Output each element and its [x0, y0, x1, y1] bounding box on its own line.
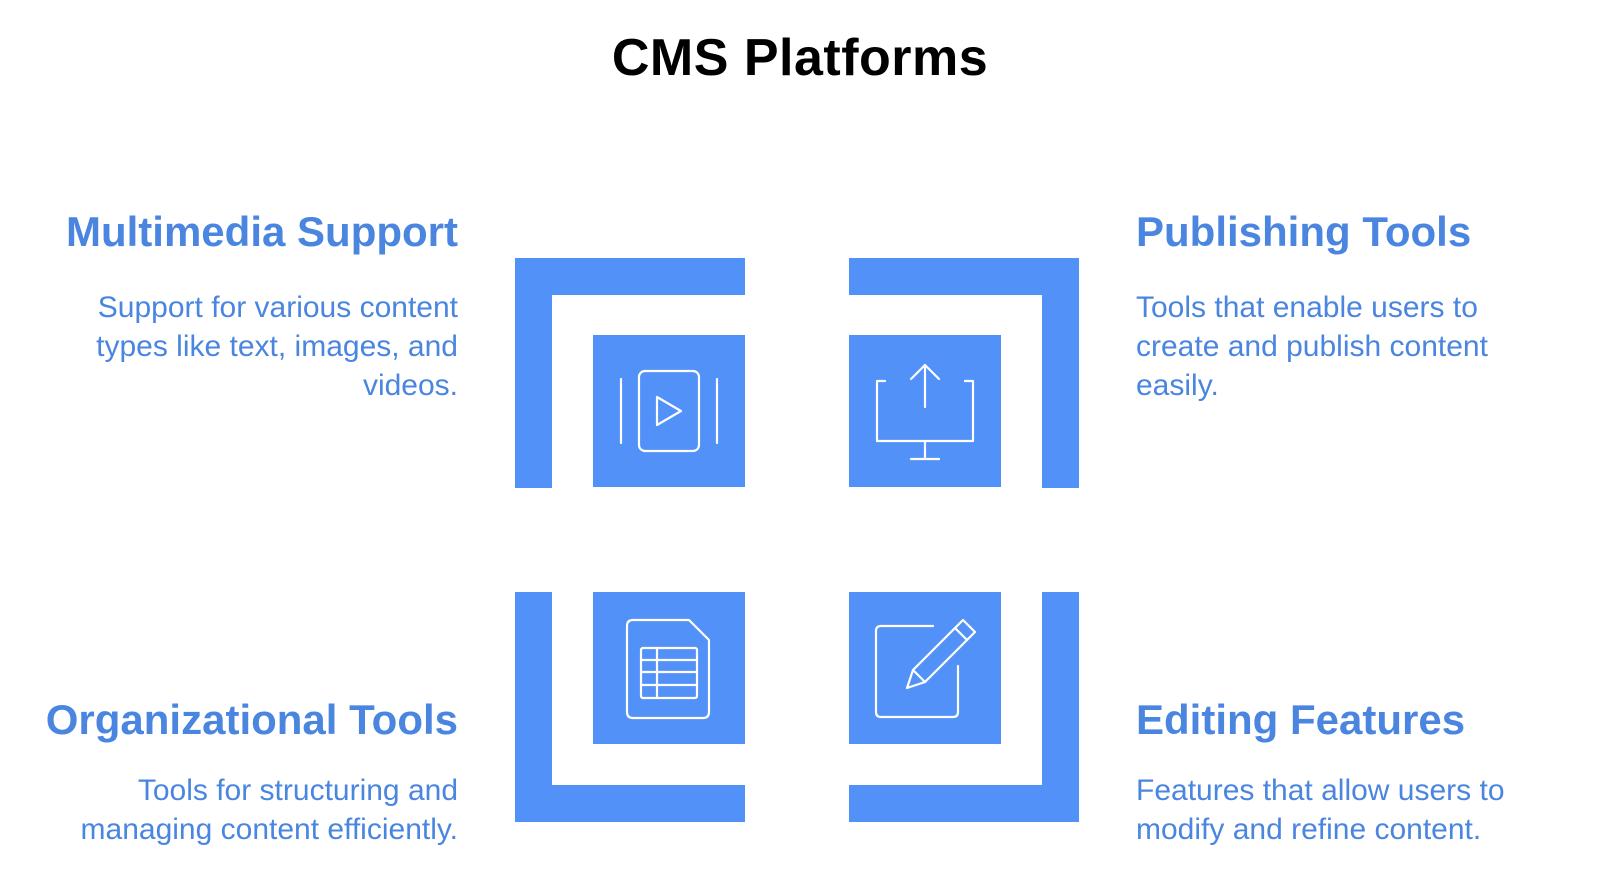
description-line: videos.	[362, 369, 458, 402]
publishing-tools-description: Tools that enable users to create and pu…	[1136, 288, 1576, 405]
bracket-top-left-horizontal	[515, 258, 745, 295]
description-line: create and publish content	[1136, 330, 1488, 363]
editing-features-heading: Editing Features	[1136, 696, 1466, 743]
editing-tile	[849, 592, 1001, 744]
organizational-tools-description: Tools for structuring and managing conte…	[18, 771, 458, 849]
multimedia-tile	[593, 335, 745, 487]
multimedia-support-description: Support for various content types like t…	[18, 288, 458, 405]
video-play-icon	[619, 369, 719, 453]
bracket-top-right-vertical	[1042, 258, 1079, 488]
page-title: CMS Platforms	[611, 29, 989, 87]
bracket-top-left-vertical	[515, 258, 552, 488]
description-line: Tools that enable users to	[1136, 291, 1478, 324]
organizational-tile	[593, 592, 745, 744]
multimedia-support-heading: Multimedia Support	[66, 208, 458, 255]
description-line: easily.	[1136, 369, 1219, 402]
description-line: modify and refine content.	[1136, 813, 1482, 846]
description-line: Features that allow users to	[1136, 774, 1505, 807]
bracket-top-right-horizontal	[849, 258, 1079, 295]
organizational-tools-heading: Organizational Tools	[45, 696, 458, 743]
publishing-tile	[849, 335, 1001, 487]
bracket-bottom-left-horizontal	[515, 785, 745, 822]
edit-pencil-icon	[874, 618, 977, 719]
bracket-bottom-right-horizontal	[849, 785, 1079, 822]
description-line: Tools for structuring and	[137, 774, 458, 807]
bracket-bottom-left-vertical	[515, 592, 552, 822]
spreadsheet-document-icon	[625, 618, 711, 720]
description-line: types like text, images, and	[96, 330, 458, 363]
monitor-upload-icon	[875, 363, 975, 461]
bracket-bottom-right-vertical	[1042, 592, 1079, 822]
publishing-tools-heading: Publishing Tools	[1136, 208, 1472, 255]
description-line: Support for various content	[97, 291, 458, 324]
description-line: managing content efficiently.	[80, 813, 458, 846]
editing-features-description: Features that allow users to modify and …	[1136, 771, 1576, 849]
